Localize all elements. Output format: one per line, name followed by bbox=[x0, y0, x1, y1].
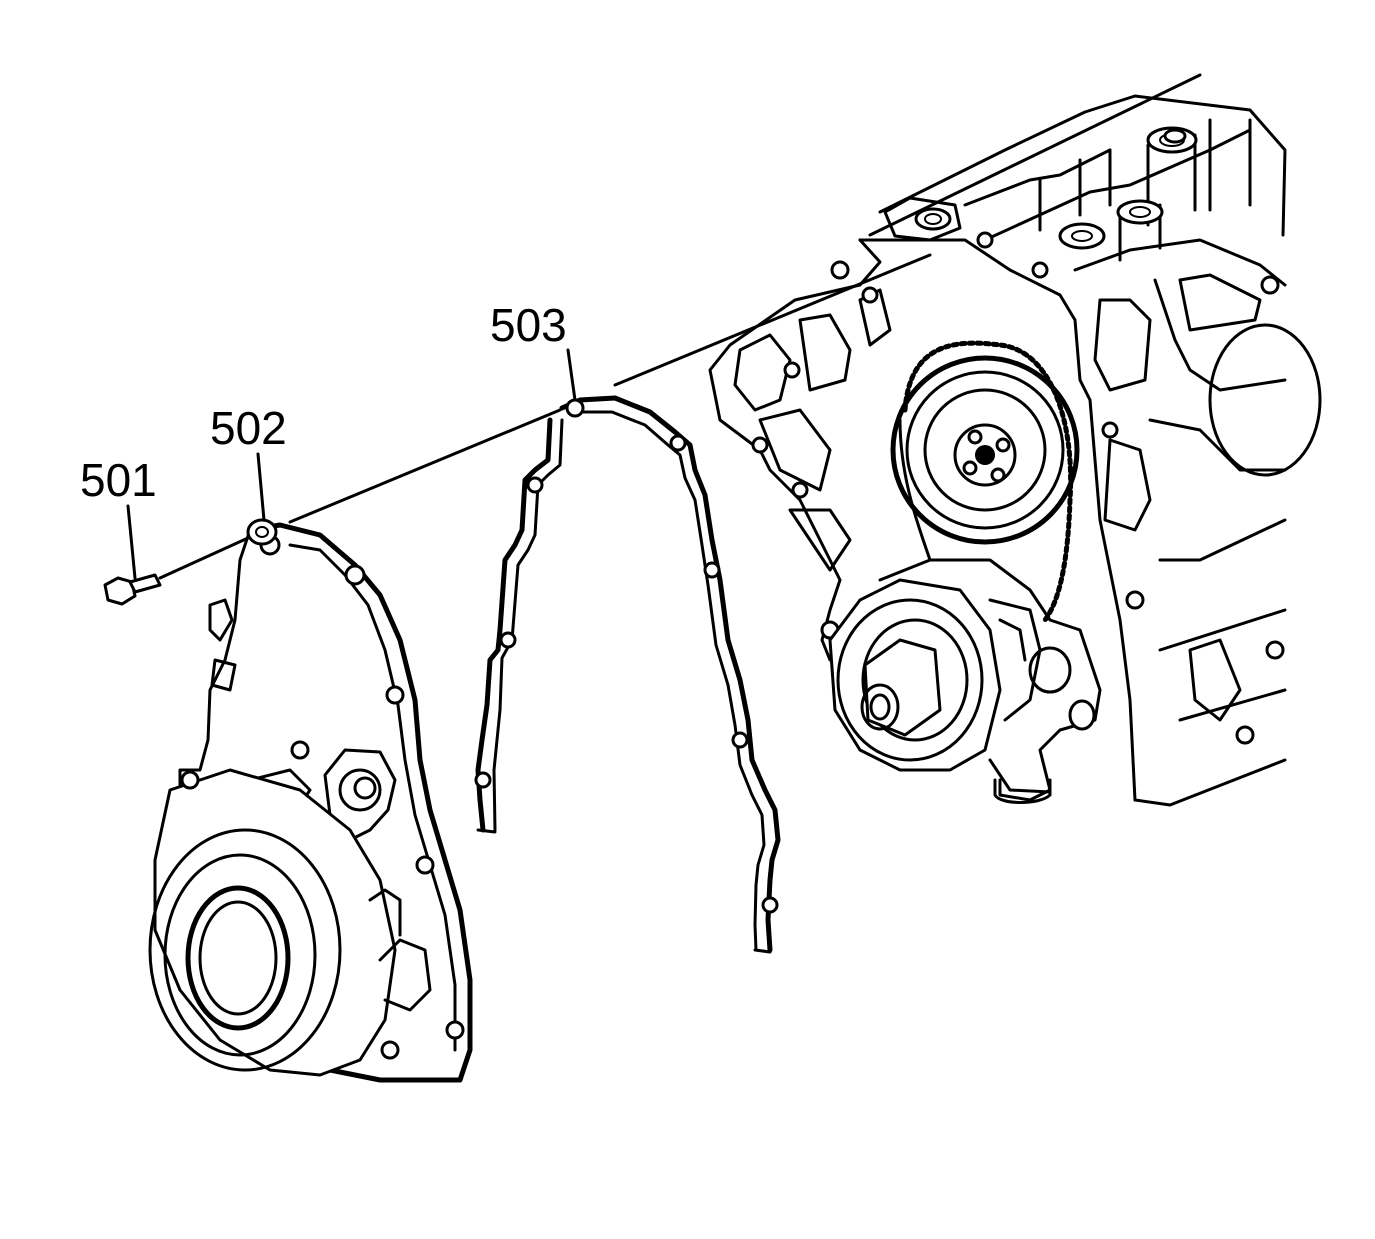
callout-label-501: 501 bbox=[80, 454, 157, 506]
grommet-502 bbox=[246, 518, 278, 546]
callout-label-503: 503 bbox=[490, 299, 567, 351]
callout-502: 502 bbox=[210, 402, 287, 522]
front-cover bbox=[148, 522, 473, 1083]
front-cover-gasket bbox=[474, 395, 781, 954]
engine-block bbox=[708, 73, 1322, 807]
callout-501: 501 bbox=[80, 454, 157, 580]
callout-label-502: 502 bbox=[210, 402, 287, 454]
alignment-lines bbox=[158, 253, 932, 580]
bolt-501 bbox=[103, 573, 162, 606]
callout-503: 503 bbox=[490, 299, 577, 402]
